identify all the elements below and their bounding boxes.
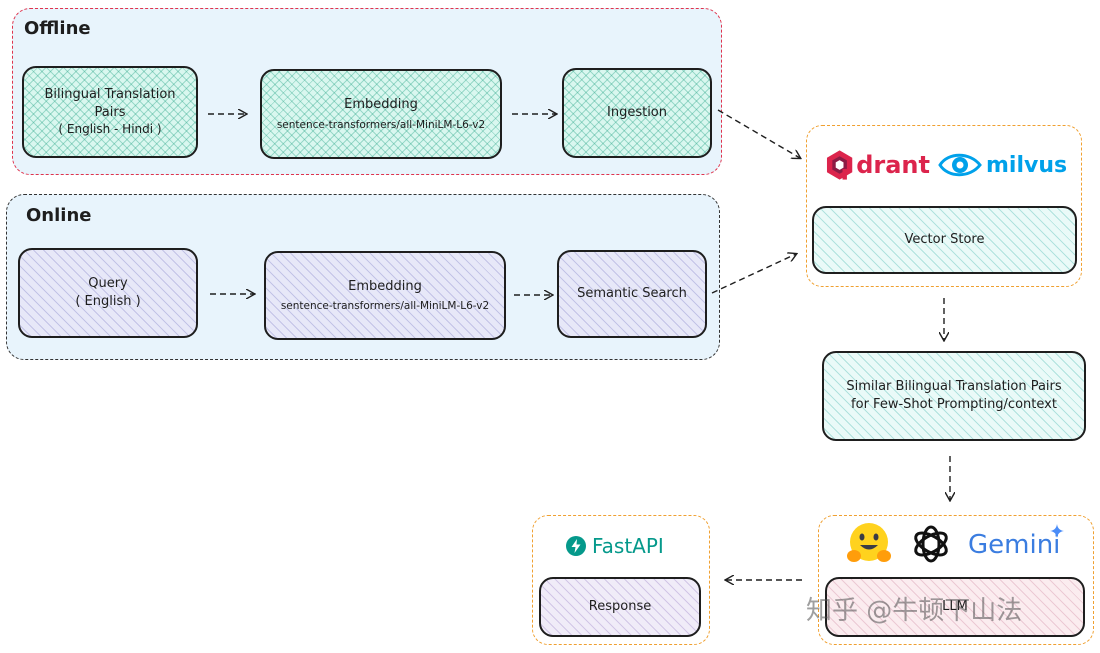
semantic-search-node[interactable]: Semantic Search (557, 250, 707, 338)
similar-pairs-line2: for Few-Shot Prompting/context (851, 397, 1057, 412)
qdrant-logo-icon (826, 150, 853, 180)
offline-embedding-model: sentence-transformers/all-MiniLM-L6-v2 (276, 118, 486, 131)
gemini-logo: Gemini (966, 524, 1070, 564)
arrow-ingestion-to-vector-store (717, 109, 800, 158)
fastapi-text: FastAPI (592, 534, 664, 558)
gemini-text: Gemini (968, 530, 1061, 560)
bilingual-pairs-line2: Pairs (94, 104, 126, 120)
gemini-sparkle-icon (1050, 524, 1064, 538)
query-line1: Query (88, 276, 128, 292)
fastapi-bolt-icon (566, 536, 586, 556)
offline-embedding-title: Embedding (344, 97, 418, 113)
online-embedding-model: sentence-transformers/all-MiniLM-L6-v2 (280, 300, 490, 313)
openai-knot-icon (914, 525, 948, 563)
semantic-search-title: Semantic Search (577, 286, 687, 302)
milvus-logo: milvus (938, 147, 1068, 183)
vector-store-node[interactable]: Vector Store (812, 206, 1077, 274)
fastapi-logo: FastAPI (566, 530, 686, 562)
online-embedding-title: Embedding (348, 278, 422, 294)
online-embedding-node[interactable]: Embedding sentence-transformers/all-Mini… (264, 251, 506, 340)
response-title: Response (588, 599, 652, 615)
online-group-title: Online (26, 205, 92, 226)
hugging-face-logo (842, 520, 896, 568)
query-node[interactable]: Query ( English ) (18, 248, 198, 338)
query-line2: ( English ) (75, 294, 141, 309)
milvus-text: milvus (986, 152, 1068, 178)
vector-store-title: Vector Store (904, 232, 985, 248)
openai-logo (908, 522, 954, 566)
qdrant-logo: drant (826, 146, 930, 184)
ingestion-node[interactable]: Ingestion (562, 68, 712, 158)
similar-pairs-line1: Similar Bilingual Translation Pairs (846, 379, 1062, 395)
ingestion-title: Ingestion (607, 105, 667, 121)
milvus-eye-icon (938, 153, 982, 177)
watermark: 知乎 @牛顿下山法 (806, 596, 1023, 626)
qdrant-text: drant (856, 151, 930, 179)
response-node[interactable]: Response (539, 577, 701, 637)
bilingual-pairs-line3: ( English - Hindi ) (58, 122, 162, 137)
llm-node[interactable]: LLM (825, 577, 1085, 637)
llm-title: LLM (942, 599, 968, 615)
bilingual-pairs-line1: Bilingual Translation (44, 87, 176, 103)
similar-pairs-node[interactable]: Similar Bilingual Translation Pairs for … (822, 351, 1086, 441)
hugging-face-emoji-icon (847, 523, 891, 562)
bilingual-pairs-node[interactable]: Bilingual Translation Pairs ( English - … (22, 66, 198, 158)
offline-group-title: Offline (24, 18, 91, 39)
offline-embedding-node[interactable]: Embedding sentence-transformers/all-Mini… (260, 69, 502, 159)
arrow-search-to-vector-store (711, 254, 796, 294)
